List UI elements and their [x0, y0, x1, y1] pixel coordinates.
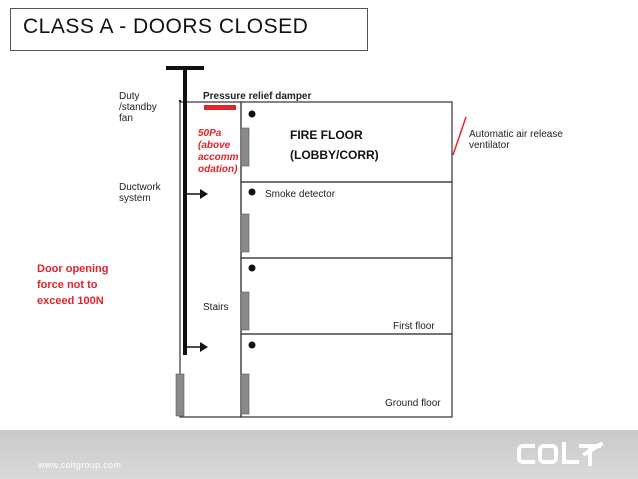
aav-label: Automatic air release ventilator: [469, 129, 563, 151]
slide-title: CLASS A - DOORS CLOSED: [10, 8, 368, 51]
footer-url[interactable]: www.coltgroup.com: [38, 460, 122, 470]
colt-logo: [517, 441, 604, 466]
smoke-detector-fire-floor: [248, 110, 256, 118]
supply-arrow-upper: [200, 189, 208, 199]
pressure-value-label: 50Pa (above accomm odation): [198, 128, 239, 175]
smoke-detector-ground-floor: [248, 341, 256, 349]
lobby-door-ground-floor: [240, 373, 250, 415]
lobby-door-first-floor: [240, 291, 250, 331]
pressure-relief-label: Pressure relief damper: [203, 91, 312, 102]
smoke-detector-first-floor: [248, 264, 256, 272]
pressure-relief-damper: [204, 105, 236, 110]
stair-pressurisation-diagram: [166, 66, 467, 418]
smoke-detector-label: Smoke detector: [265, 189, 336, 200]
ground-floor-label: Ground floor: [385, 398, 441, 409]
smoke-detector-floor-3: [248, 188, 256, 196]
footer-bar: www.coltgroup.com: [0, 430, 638, 479]
door-force-note: Door opening force not to exceed 100N: [37, 263, 109, 307]
supply-arrow-lower: [200, 342, 208, 352]
fire-floor-label: FIRE FLOOR (LOBBY/CORR): [290, 128, 379, 162]
lobby-door-floor-3: [240, 213, 250, 253]
duty-fan-label: Duty /standby fan: [119, 91, 157, 124]
stairs-label: Stairs: [203, 302, 229, 313]
ductwork-label: Ductwork system: [119, 182, 161, 204]
stair-exit-door: [175, 373, 185, 417]
aav-indicator: [452, 116, 467, 156]
lobby-door-fire-floor: [240, 127, 250, 167]
first-floor-label: First floor: [393, 321, 435, 332]
